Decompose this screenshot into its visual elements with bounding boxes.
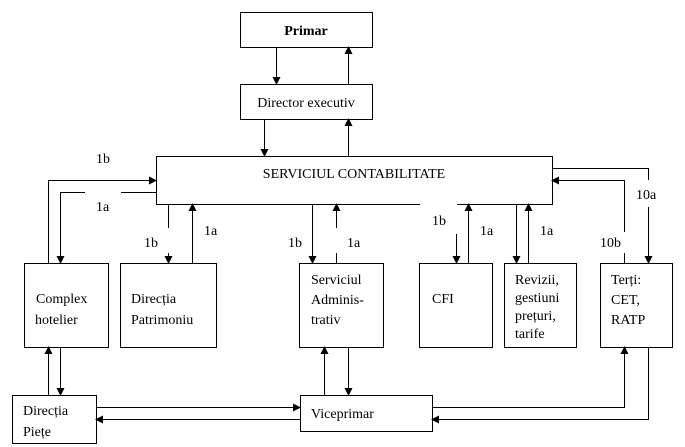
line-serviciul-terti <box>552 168 649 180</box>
node-director-label: Director executiv <box>257 96 355 111</box>
node-admin-label-1: Serviciul <box>311 273 362 288</box>
connectors <box>44 46 653 424</box>
label-admin-1a: 1a <box>347 236 361 251</box>
node-serviciul-contabilitate: SERVICIUL CONTABILITATE <box>156 156 553 205</box>
node-terti-label-3: RATP <box>611 313 645 328</box>
node-patrimoniu-label-1: Direcția <box>131 292 177 307</box>
node-piete-label-1: Direcția <box>23 404 69 419</box>
node-terti-label-2: CET, <box>611 293 640 308</box>
node-revizii-label-1: Revizii, <box>515 273 559 288</box>
arrow-serviciul-to-complex <box>56 192 85 264</box>
arrow-terti-to-serviciul <box>551 176 625 232</box>
label-cfi-1b: 1b <box>432 214 446 229</box>
node-revizii-label-4: tarife <box>515 327 545 342</box>
label-cfi-1a: 1a <box>480 224 494 239</box>
node-cfi-label: CFI <box>432 292 454 307</box>
label-terti-10b: 10b <box>600 236 621 251</box>
node-complex-label-1: Complex <box>36 292 87 307</box>
node-primar-label: Primar <box>284 24 328 39</box>
node-terti: Terți: CET, RATP <box>600 263 673 348</box>
node-director-executiv: Director executiv <box>240 84 373 120</box>
node-admin-label-3: trativ <box>311 313 341 328</box>
node-revizii: Revizii, gestiuni prețuri, tarife <box>504 263 577 348</box>
node-revizii-label-3: prețuri, <box>515 309 556 324</box>
node-viceprimar-label: Viceprimar <box>311 407 374 422</box>
node-serviciul-label: SERVICIUL CONTABILITATE <box>263 167 445 182</box>
node-primar: Primar <box>240 12 373 48</box>
node-serviciul-administrativ: Serviciul Adminis- trativ <box>299 263 384 348</box>
arrow-complex-to-serviciul <box>48 176 157 263</box>
node-patrimoniu-label-2: Patrimoniu <box>131 313 193 328</box>
label-patrimoniu-1b: 1b <box>144 236 158 251</box>
label-admin-1b: 1b <box>288 236 302 251</box>
label-revizii-1a: 1a <box>540 224 554 239</box>
node-cfi: CFI <box>419 263 493 348</box>
node-piete-label-2: Piețe <box>23 425 51 440</box>
node-terti-label-1: Terți: <box>611 273 641 288</box>
node-revizii-label-2: gestiuni <box>515 291 559 306</box>
node-directia-piete: Direcția Piețe <box>12 395 97 444</box>
node-complex-hotelier: Complex hotelier <box>24 263 109 348</box>
node-directia-patrimoniu: Direcția Patrimoniu <box>120 263 217 348</box>
arrow-terti-to-viceprimar <box>431 347 649 424</box>
label-complex-1b: 1b <box>96 152 110 167</box>
node-viceprimar: Viceprimar <box>300 395 433 432</box>
node-complex-label-2: hotelier <box>35 313 78 328</box>
arrow-viceprimar-to-terti <box>432 346 629 408</box>
node-admin-label-2: Adminis- <box>311 293 364 308</box>
label-terti-10a: 10a <box>636 188 657 203</box>
label-patrimoniu-1a: 1a <box>204 224 218 239</box>
label-complex-1a: 1a <box>96 200 110 215</box>
